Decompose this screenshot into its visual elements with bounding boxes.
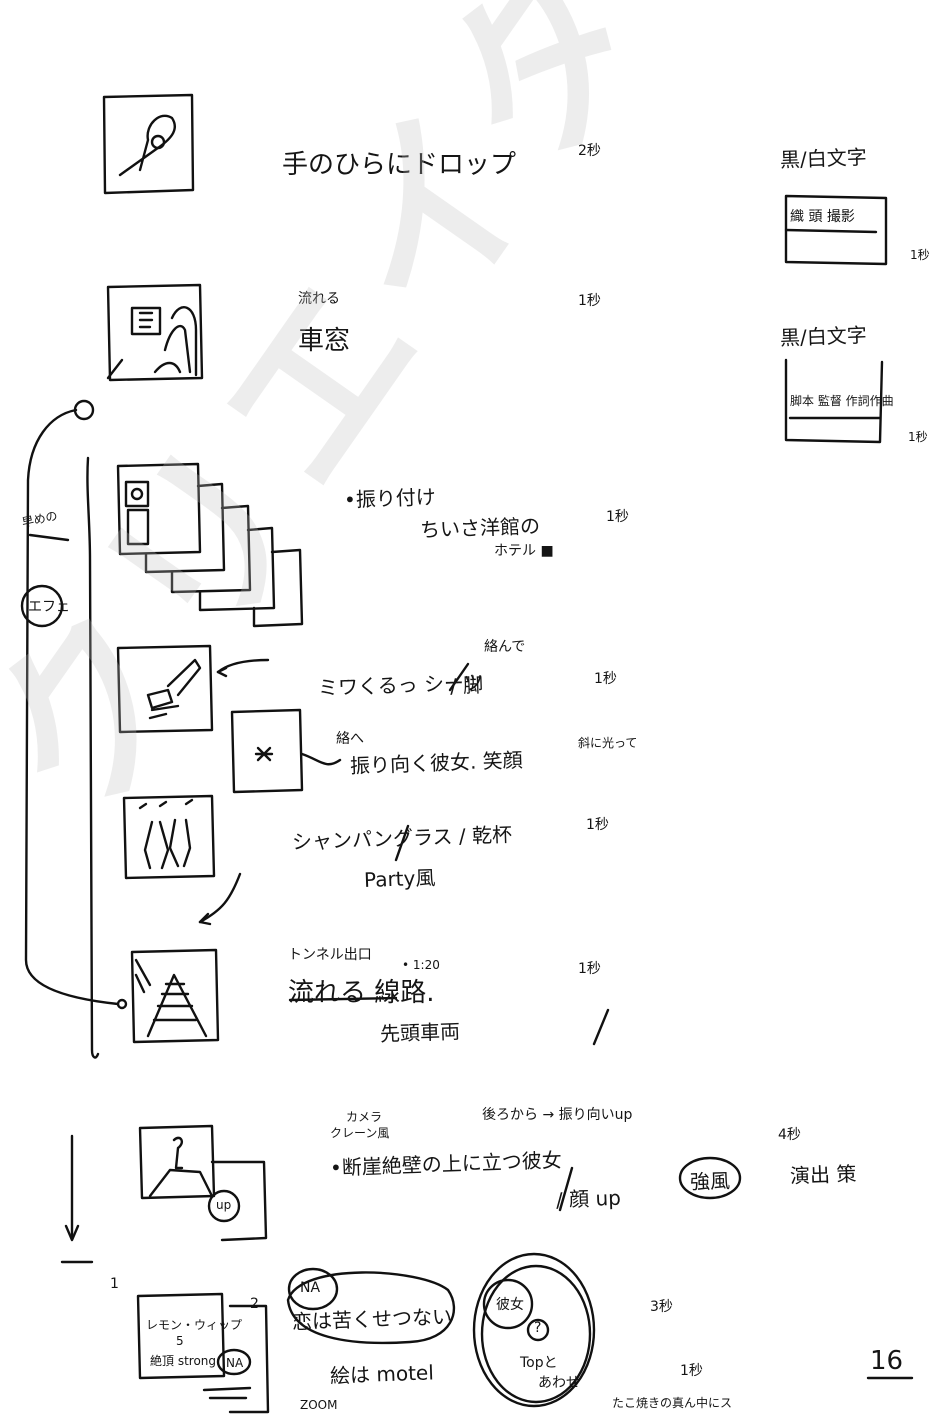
shot-2-side-label: 黒/白文字	[779, 322, 868, 350]
shot-1-desc: 手のひらにドロップ	[282, 150, 517, 180]
bottom-zoom-note: ZOOM	[300, 1398, 338, 1412]
frame-train-window	[106, 283, 204, 382]
bottom-dur-b: 1秒	[680, 1363, 703, 1379]
shot-3-desc-b: ちいさ洋館の	[419, 513, 541, 542]
shot-7-note-a: カメラ	[346, 1110, 383, 1124]
shot-2-desc-b: 車窓	[298, 326, 351, 356]
shot-1-side-dur: 1秒	[910, 248, 930, 262]
bottom-foot-note: たこ焼きの真ん中にス	[612, 1396, 733, 1410]
bottom-panel1-a: レモン・ウィップ	[146, 1318, 243, 1332]
shot-6-duration: 1秒	[578, 961, 601, 977]
shot-5-desc-b: Party風	[363, 865, 436, 892]
shot-4-duration: 1秒	[594, 671, 617, 687]
shot-1-side-label: 黒/白文字	[779, 144, 868, 172]
bottom-bubble-b: ?	[534, 1320, 542, 1336]
bottom-na-text: 恋は苦くせつない	[291, 1304, 453, 1334]
page-number: 16	[870, 1346, 904, 1376]
frame-stack	[116, 462, 304, 628]
shot-7-circle: 強風	[689, 1168, 731, 1194]
frame-hand-drop	[102, 93, 195, 195]
shot-4-desc-d: 斜に光って	[578, 736, 638, 750]
bottom-na-badge: NA	[226, 1356, 244, 1370]
side-box-2	[784, 358, 884, 444]
shot-2-duration: 1秒	[578, 293, 601, 309]
shot-7-desc-b: / 顔 up	[555, 1185, 622, 1212]
bottom-bubble-c: Topと	[520, 1355, 558, 1371]
shot-1-side-box: 織 頭 撮影	[790, 209, 855, 225]
side-box-1	[784, 194, 888, 266]
shot-2-side-box: 脚本 監督 作詞作曲	[790, 394, 894, 408]
frame-cliff	[138, 1124, 268, 1242]
shot-7-note-b: クレーン風	[330, 1126, 390, 1140]
shot-6-desc-b: 流れる 線路.	[288, 978, 435, 1008]
bottom-num-1: 1	[110, 1276, 119, 1292]
shot-6-time: • 1:20	[402, 958, 440, 972]
bottom-bubble-a: 彼女	[496, 1297, 524, 1313]
frame-tunnel	[130, 948, 220, 1044]
bottom-panel-1	[136, 1292, 270, 1414]
bottom-bubble-d: あわせ	[538, 1375, 580, 1391]
na-bubble	[286, 1267, 456, 1345]
shot-7-note-c: 後ろから → 振り向いup	[482, 1107, 633, 1123]
shot-4-note-top: 絡んで	[484, 639, 526, 655]
bottom-panel1-b: 5	[176, 1334, 184, 1348]
bottom-tagline: 絵は motel	[329, 1360, 435, 1388]
shot-6-desc-c: 先頭車両	[379, 1019, 461, 1046]
shot-7-duration: 4秒	[778, 1127, 801, 1143]
shot-7-side: 演出 策	[789, 1161, 857, 1188]
bottom-na-title: NA	[300, 1280, 321, 1296]
shot-3-desc-a: •振り付け	[343, 484, 437, 512]
shot-3-desc-c: ホテル ■	[494, 543, 554, 559]
frame-smile	[230, 708, 342, 794]
shot-1-duration: 2秒	[578, 143, 601, 159]
bottom-dur-a: 3秒	[650, 1299, 673, 1315]
shot-3-duration: 1秒	[606, 509, 629, 525]
frame-sheets	[116, 644, 214, 734]
shot-6-desc-a: トンネル出口	[288, 947, 372, 963]
frame-champagne	[122, 794, 216, 880]
margin-label-b: エフェ	[28, 599, 70, 615]
shot-4-desc-b: / 脚	[449, 672, 484, 698]
shot-5-duration: 1秒	[586, 817, 609, 833]
shot-4-note-sub: 絡へ	[336, 731, 364, 747]
shot-2-side-dur: 1秒	[908, 430, 928, 444]
bottom-panel1-c: 絶頂 strong	[150, 1354, 217, 1368]
shot-2-desc-a: 流れる	[298, 291, 340, 307]
bottom-num-2: 2	[250, 1296, 259, 1312]
shot-7-zoom: up	[216, 1198, 232, 1212]
big-oval	[472, 1252, 596, 1408]
shot-4-desc-c: 振り向く彼女. 笑顔	[349, 747, 524, 778]
